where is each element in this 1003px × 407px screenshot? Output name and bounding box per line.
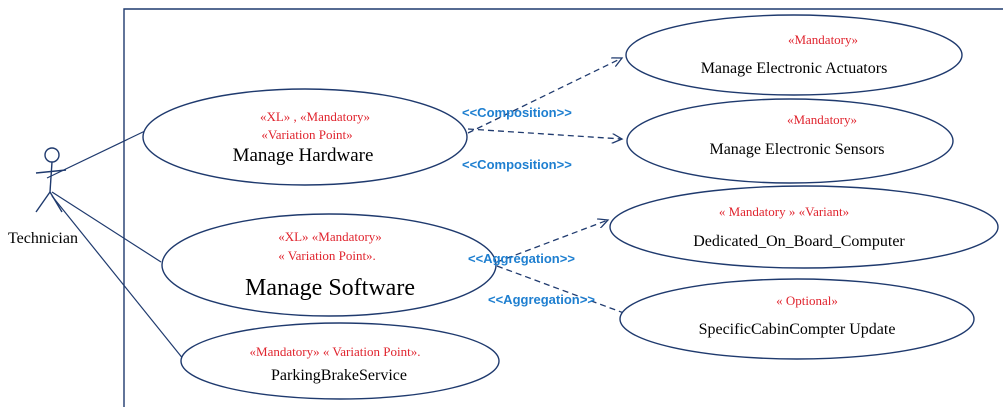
stereotype-label: «Mandatory» « Variation Point». xyxy=(250,344,421,359)
use-case-specific-cabin-computer-update[interactable]: « Optional» SpecificCabinCompter Update xyxy=(619,278,975,360)
actor-technician[interactable]: Technician xyxy=(8,147,78,247)
actor-body xyxy=(49,161,53,193)
actor-head xyxy=(44,147,60,163)
use-case-name: SpecificCabinCompter Update xyxy=(699,321,896,338)
use-case-name: ParkingBrakeService xyxy=(271,367,407,384)
use-case-ellipse xyxy=(625,14,963,96)
use-case-dedicated-on-board-computer[interactable]: « Mandatory » «Variant» Dedicated_On_Boa… xyxy=(609,185,999,269)
use-case-ellipse xyxy=(619,278,975,360)
stereotype-label: «Variation Point» xyxy=(261,127,352,142)
stereotype-label: «XL» «Mandatory» xyxy=(278,229,382,244)
aggregation-arrow-cabin xyxy=(496,265,640,319)
stereotype-label: « Mandatory » «Variant» xyxy=(719,204,849,219)
use-case-ellipse xyxy=(609,185,999,269)
use-case-parking-brake-service[interactable]: «Mandatory» « Variation Point». ParkingB… xyxy=(180,322,500,400)
use-case-name: Manage Electronic Sensors xyxy=(709,141,884,158)
stereotype-label: «XL» , «Mandatory» xyxy=(260,109,370,124)
actor-arms xyxy=(35,169,67,174)
aggregation-label: <<Aggregation>> xyxy=(488,292,595,307)
use-case-name: Manage Hardware xyxy=(233,145,374,166)
use-case-ellipse xyxy=(142,88,468,186)
use-case-manage-software[interactable]: «XL» «Mandatory» « Variation Point». Man… xyxy=(161,213,497,317)
use-case-manage-electronic-actuators[interactable]: «Mandatory» Manage Electronic Actuators xyxy=(625,14,963,96)
use-case-ellipse xyxy=(626,98,954,184)
use-case-name: Manage Software xyxy=(245,275,415,301)
composition-arrow-actuators xyxy=(467,58,622,134)
composition-arrow-sensors xyxy=(467,128,622,139)
use-case-ellipse xyxy=(180,322,500,400)
use-case-manage-electronic-sensors[interactable]: «Mandatory» Manage Electronic Sensors xyxy=(626,98,954,184)
association-manage-software xyxy=(51,191,162,263)
stereotype-label: «Mandatory» xyxy=(787,112,857,127)
actor-label: Technician xyxy=(8,230,78,247)
stereotype-label: «Mandatory» xyxy=(788,32,858,47)
use-case-ellipse xyxy=(161,213,497,317)
system-boundary xyxy=(123,8,1003,407)
stereotype-label: « Variation Point». xyxy=(278,248,376,263)
composition-label: <<Composition>> xyxy=(462,105,572,120)
composition-label: <<Composition>> xyxy=(462,157,572,172)
use-case-name: Manage Electronic Actuators xyxy=(701,60,888,77)
use-case-manage-hardware[interactable]: «XL» , «Mandatory» «Variation Point» Man… xyxy=(142,88,468,186)
aggregation-label: <<Aggregation>> xyxy=(468,251,575,266)
use-case-name: Dedicated_On_Board_Computer xyxy=(693,233,905,250)
actor-left-leg xyxy=(35,191,51,213)
association-parking-brake xyxy=(51,195,185,361)
actor-right-leg xyxy=(49,191,63,213)
stereotype-label: « Optional» xyxy=(776,293,838,308)
